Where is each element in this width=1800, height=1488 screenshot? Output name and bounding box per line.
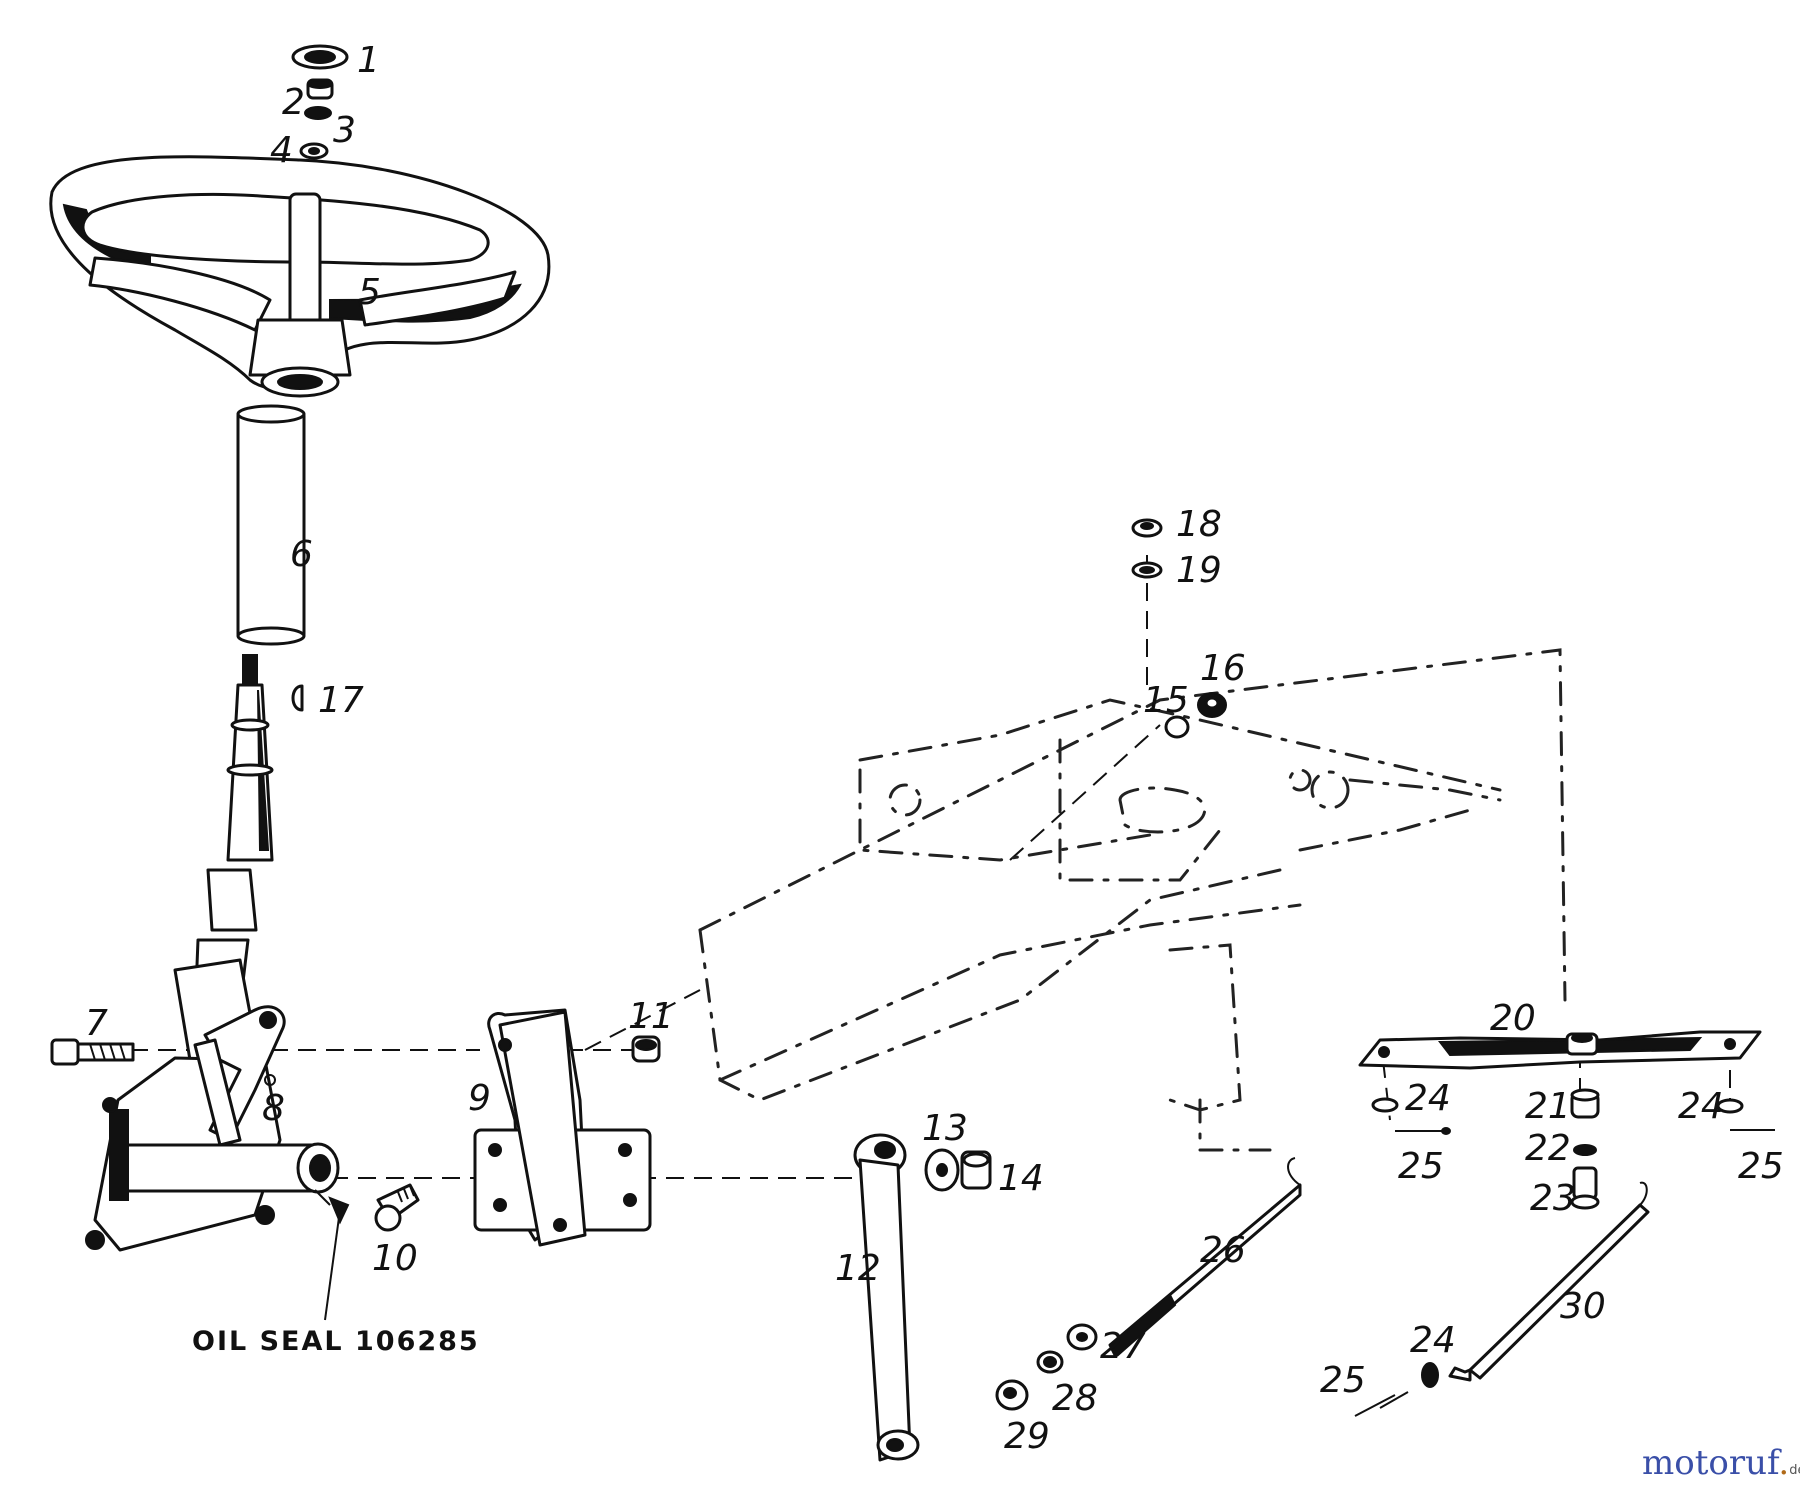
watermark-dot: . [1778,1443,1789,1483]
callout-labels: 1 2 3 4 5 6 17 7 8 9 10 11 12 13 14 15 1… [85,40,1784,1457]
washer-13 [924,1148,960,1192]
washer-24-right [1716,1098,1744,1114]
steering-shaft [184,654,274,994]
watermark-logo: motoruf.de [1642,1443,1800,1483]
watermark-name-a: motoruf [1642,1443,1782,1483]
nut-18 [1131,518,1163,538]
callout-27: 27 [1100,1326,1146,1367]
washer-28 [1036,1350,1064,1374]
callout-1: 1 [357,40,380,81]
callout-25-left: 25 [1398,1146,1444,1187]
washer-4 [299,142,329,160]
callout-20: 20 [1490,998,1536,1039]
cotter-pin-25-left [1395,1127,1451,1135]
callout-28: 28 [1052,1378,1098,1419]
bolt-7 [50,1038,135,1066]
callout-13: 13 [922,1108,968,1149]
callout-6: 6 [290,534,313,575]
callout-30: 30 [1560,1286,1606,1327]
callout-2: 2 [282,82,305,123]
callout-3: 3 [333,110,356,151]
callout-25-bottom: 25 [1320,1360,1366,1401]
nut-2 [306,78,334,100]
callout-16: 16 [1200,648,1246,689]
callout-19: 19 [1176,550,1222,591]
cotter-pin-25-bottom [1354,1391,1409,1417]
callout-9: 9 [468,1078,491,1119]
steering-wheel-5 [49,155,551,398]
callout-12: 12 [835,1248,881,1289]
washer-24-left [1371,1097,1399,1113]
nut-16 [1197,692,1227,718]
callout-10: 10 [372,1238,418,1279]
callout-29: 29 [1004,1416,1050,1457]
callout-7: 7 [85,1003,108,1044]
callout-11: 11 [628,996,674,1037]
callout-24-right: 24 [1678,1086,1724,1127]
pitman-arm-8 [193,1005,286,1147]
callout-15: 15 [1143,680,1189,721]
oil-seal-pointer [314,1189,350,1321]
woodruff-key-17 [291,684,304,712]
lock-washer-3 [304,106,332,120]
nut-14 [960,1150,992,1190]
callout-17: 17 [318,680,364,721]
callout-21: 21 [1525,1086,1571,1127]
callout-24-left: 24 [1405,1078,1451,1119]
svg-text:motoruf.de: motoruf.de [1642,1443,1800,1483]
callout-4: 4 [270,130,293,171]
watermark-suffix: de [1789,1463,1800,1478]
washer-24-bottom [1421,1362,1439,1388]
callout-5: 5 [358,272,381,313]
tractor-frame-outline [698,648,1567,1152]
jam-nut-27 [1066,1323,1098,1351]
washer-19 [1131,561,1163,579]
callout-14: 14 [998,1158,1044,1199]
callout-22: 22 [1525,1128,1571,1169]
drag-link-rod-26 [1108,1157,1302,1357]
nut-29 [995,1379,1029,1411]
callout-18: 18 [1176,504,1222,545]
washer-22 [1573,1144,1597,1156]
callout-25-right: 25 [1738,1146,1784,1187]
bushing-15 [1164,715,1190,739]
tie-rod-30 [1448,1181,1650,1382]
bolt-10 [374,1183,420,1232]
callout-8: 8 [262,1088,285,1129]
column-tube-6 [236,404,306,646]
shoulder-bolt-23 [1570,1166,1600,1210]
callout-26: 26 [1200,1230,1246,1271]
nut-11 [631,1035,661,1063]
mounting-bracket-9 [473,1008,652,1247]
oil-seal-note: OIL SEAL 106285 [192,1326,480,1357]
steering-cap-1 [291,44,349,70]
steering-lever-12 [853,1133,920,1462]
callout-24-bottom: 24 [1410,1320,1456,1361]
spacer-21 [1570,1088,1600,1119]
tie-bar-20 [1358,1030,1762,1070]
callout-23: 23 [1530,1178,1576,1219]
